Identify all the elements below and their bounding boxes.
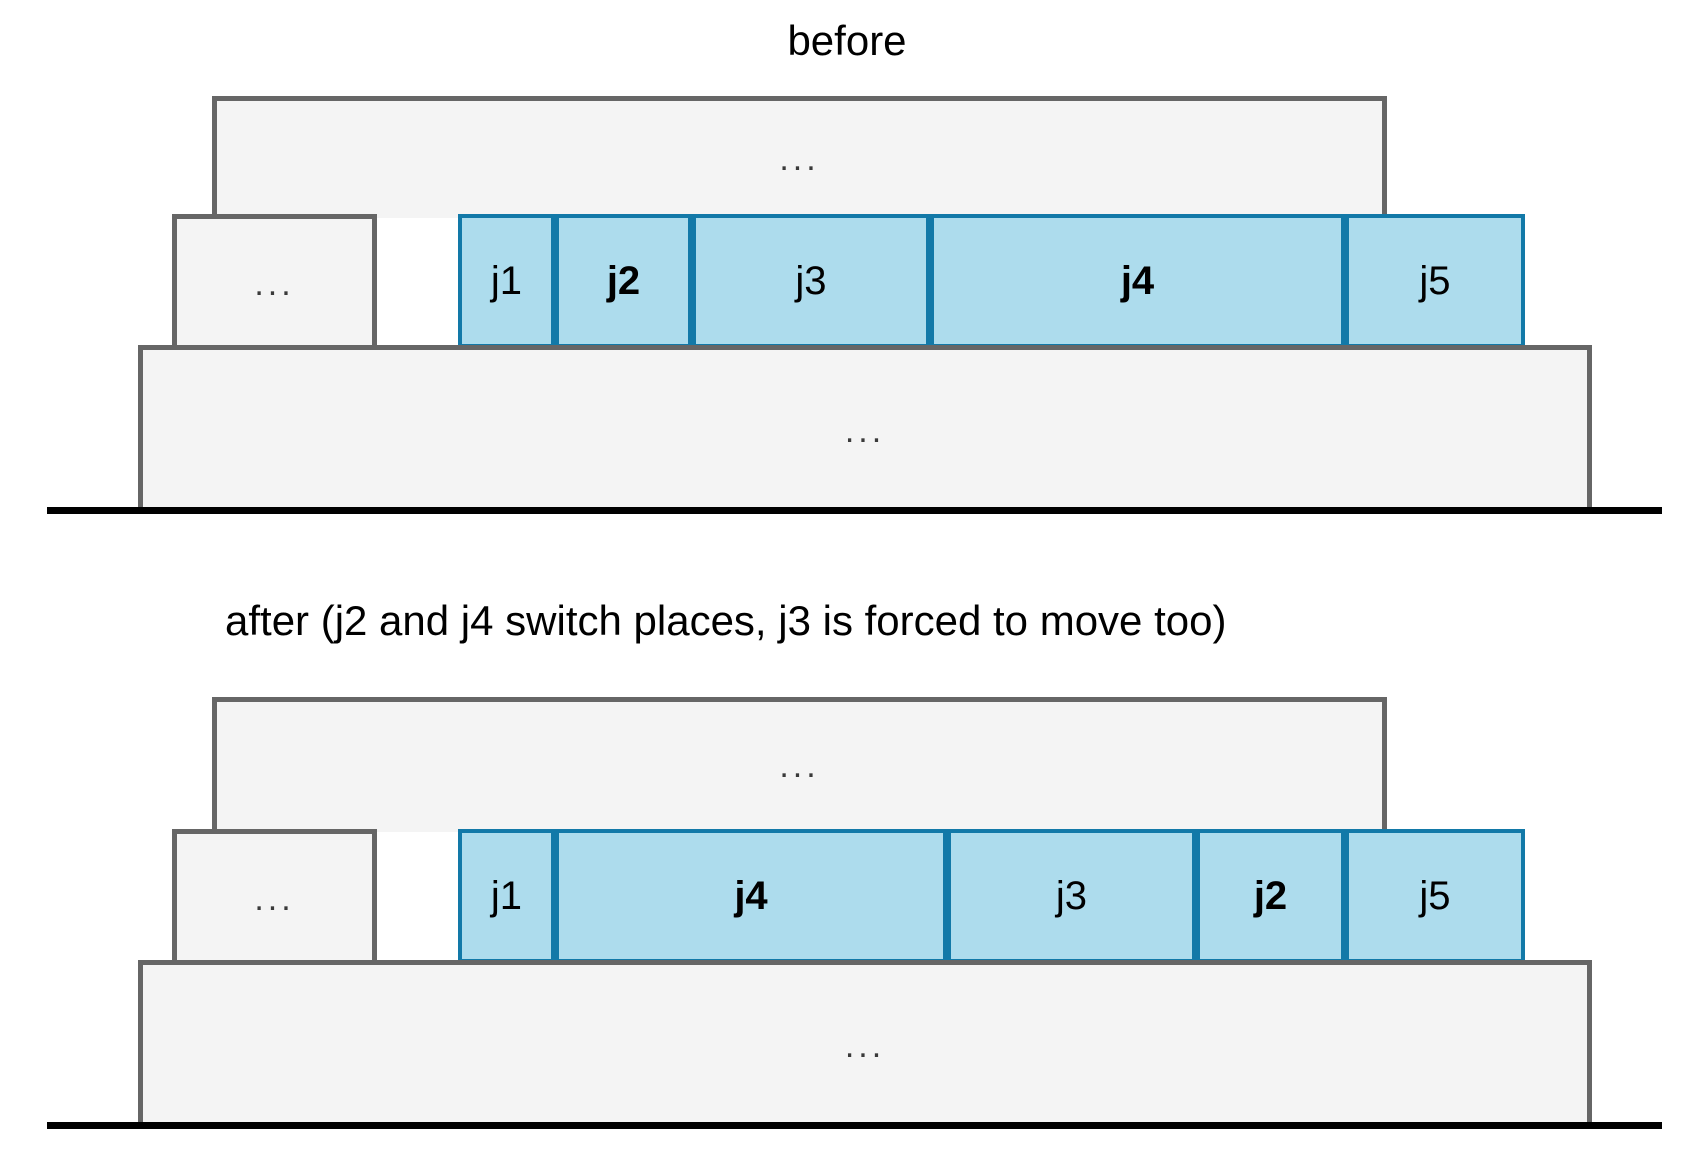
stack-row-left-box-label: ...: [254, 879, 295, 918]
stack-row-left-box: ...: [172, 829, 377, 965]
job-block-label: j2: [1253, 873, 1288, 918]
job-block-label: j2: [606, 258, 641, 303]
job-block-label: j5: [1419, 258, 1451, 303]
diagram-before: before ... ... j1 j2 j3 j4 j5 ...: [0, 0, 1694, 545]
job-block-j5[interactable]: j5: [1345, 829, 1525, 963]
job-block-j5[interactable]: j5: [1345, 214, 1525, 348]
stack-frame-top-label: ...: [779, 139, 820, 178]
diagram-after: after (j2 and j4 switch places, j3 is fo…: [0, 600, 1694, 1155]
job-block-j3[interactable]: j3: [692, 214, 930, 348]
stack-frame-bottom: ...: [138, 345, 1592, 514]
job-block-label: j1: [490, 258, 523, 303]
job-block-j3[interactable]: j3: [947, 829, 1196, 963]
stack-frame-top-label: ...: [779, 747, 820, 786]
stack-row-left-box: ...: [172, 214, 377, 350]
job-block-j1[interactable]: j1: [458, 829, 555, 963]
stack-frame-bottom-label: ...: [844, 1027, 886, 1066]
diagram-title-after: after (j2 and j4 switch places, j3 is fo…: [225, 597, 1227, 644]
stack-frame-top: ...: [212, 96, 1387, 218]
job-block-label: j3: [1055, 873, 1088, 918]
stack-row-left-box-label: ...: [254, 264, 295, 303]
stack-frame-top: ...: [212, 697, 1387, 832]
job-block-j2[interactable]: j2: [555, 214, 692, 348]
ground-line: [47, 507, 1662, 514]
job-block-label: j3: [795, 258, 827, 303]
stack-frame-bottom-label: ...: [844, 412, 886, 451]
job-block-label: j5: [1419, 873, 1451, 918]
stack-frame-bottom: ...: [138, 960, 1592, 1129]
job-block-j4[interactable]: j4: [930, 214, 1345, 348]
job-block-label: j1: [490, 873, 523, 918]
job-block-j4[interactable]: j4: [555, 829, 947, 963]
job-block-label: j4: [734, 873, 768, 918]
job-block-j1[interactable]: j1: [458, 214, 555, 348]
ground-line: [47, 1122, 1662, 1129]
job-block-j2[interactable]: j2: [1196, 829, 1345, 963]
job-block-label: j4: [1120, 258, 1155, 303]
diagram-title-before: before: [787, 17, 907, 64]
